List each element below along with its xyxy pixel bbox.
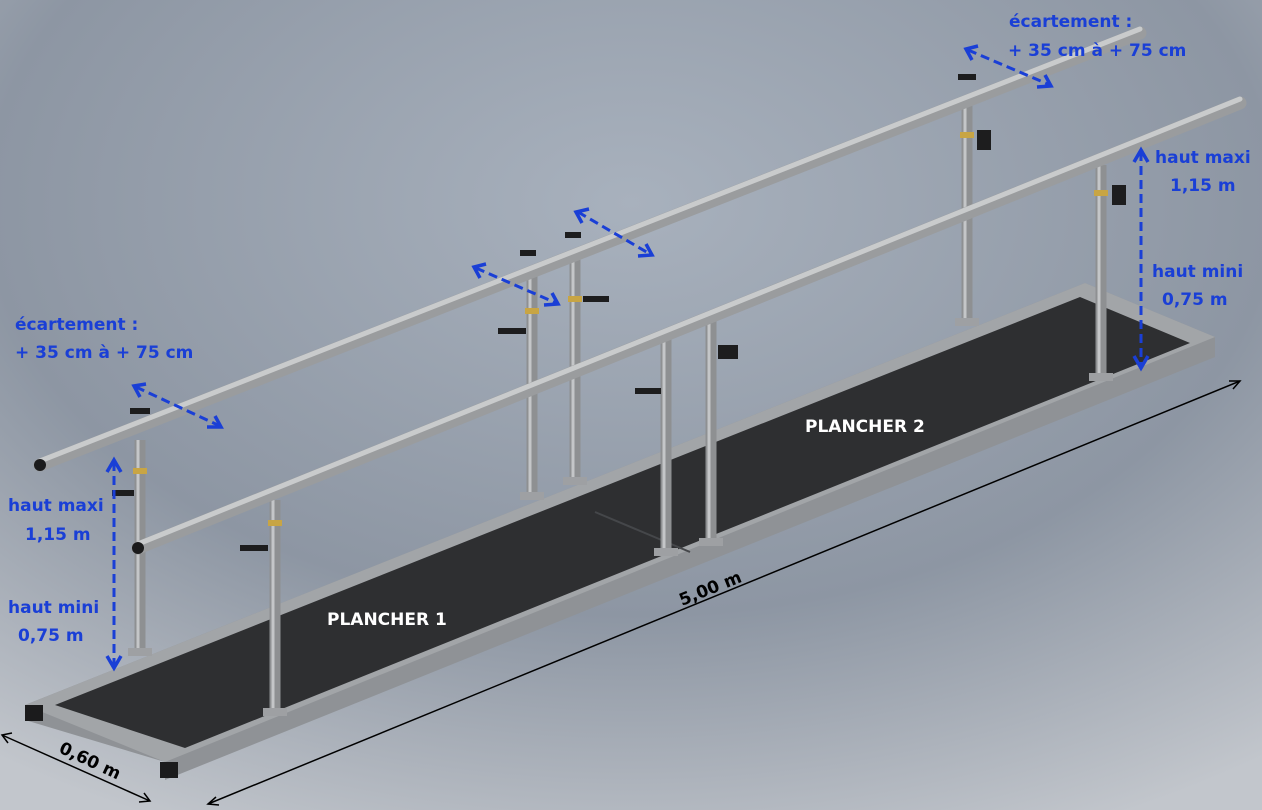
post (705, 320, 717, 545)
height-min-left-title: haut mini (8, 598, 99, 618)
spacing-left-title: écartement : (15, 315, 138, 335)
floor-2-label: PLANCHER 2 (805, 417, 925, 437)
height-arrow-right (1132, 146, 1150, 372)
handrail-front (131, 96, 1247, 555)
post (660, 330, 672, 555)
floor-1-label: PLANCHER 1 (327, 610, 447, 630)
spacing-right-range: + 35 cm à + 75 cm (1008, 41, 1186, 61)
post (269, 500, 281, 715)
height-max-right-value: 1,15 m (1170, 176, 1236, 196)
handrail-back (33, 26, 1147, 472)
length-dimension (206, 380, 1242, 806)
height-max-right-title: haut maxi (1155, 148, 1251, 168)
frame-end-front (160, 762, 178, 778)
spacing-arrow-mid-2 (573, 207, 655, 258)
floor-joint (594, 511, 691, 553)
spacing-arrow-right (963, 44, 1054, 89)
platform (25, 283, 1215, 780)
height-arrow-left (105, 456, 123, 672)
height-min-left-value: 0,75 m (18, 626, 84, 646)
height-max-left-title: haut maxi (8, 496, 104, 516)
spacing-arrow-mid-1 (471, 262, 561, 307)
height-max-left-value: 1,15 m (25, 525, 91, 545)
height-min-right-value: 0,75 m (1162, 290, 1228, 310)
height-min-right-title: haut mini (1152, 262, 1243, 282)
post (1095, 165, 1107, 380)
spacing-left-range: + 35 cm à + 75 cm (15, 343, 193, 363)
spacing-right-title: écartement : (1009, 12, 1132, 32)
frame-end-left (25, 705, 43, 721)
width-dimension (0, 732, 152, 803)
spacing-arrow-left (131, 382, 224, 429)
